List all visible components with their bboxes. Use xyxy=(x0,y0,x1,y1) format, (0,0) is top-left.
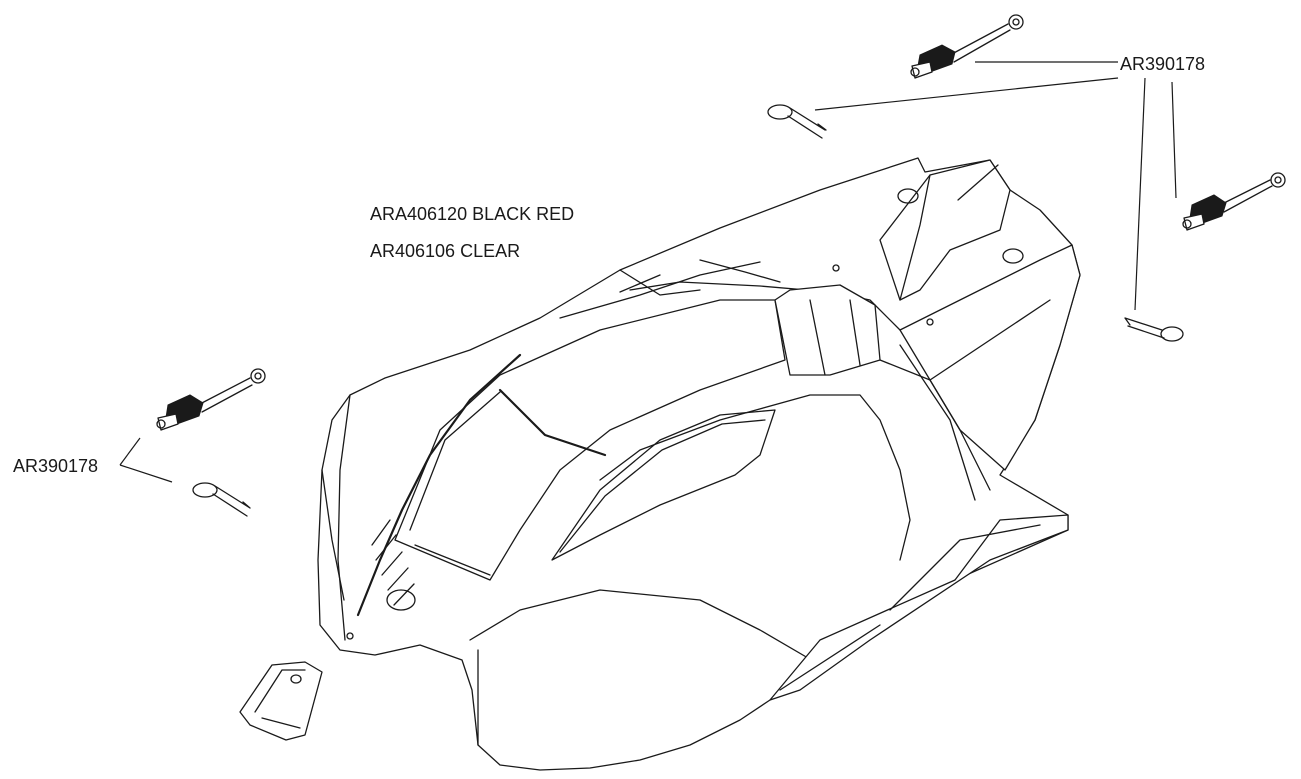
leader-lines xyxy=(119,61,1177,483)
body-mount-left xyxy=(156,368,266,431)
body-clip-top xyxy=(767,104,827,139)
body-mount-right xyxy=(1182,172,1286,231)
body-clip-left xyxy=(192,482,251,517)
label-mount-top-right: AR390178 xyxy=(1120,54,1205,74)
label-body-clear: AR406106 CLEAR xyxy=(370,241,520,261)
label-body-black-red: ARA406120 BLACK RED xyxy=(370,204,574,224)
body-shell xyxy=(239,157,1081,771)
body-mount-top xyxy=(910,14,1024,79)
body-clip-right xyxy=(1124,317,1184,342)
label-mount-left: AR390178 xyxy=(13,456,98,476)
